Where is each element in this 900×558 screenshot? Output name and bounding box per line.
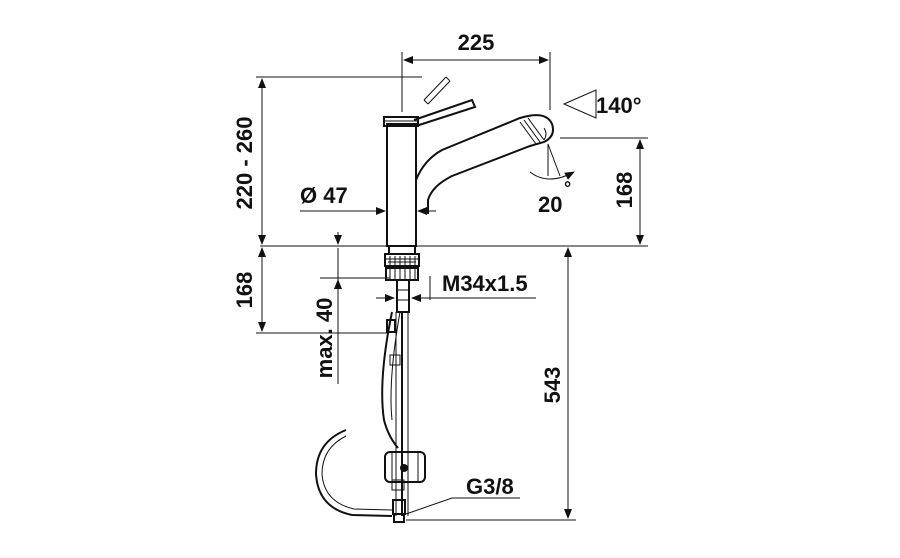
dim-height-range: 220 - 260 [232, 76, 422, 245]
dim-max-counter: max. 40 [312, 232, 390, 384]
label-spout-reach: 225 [458, 30, 495, 55]
hose-loop-with-weight [314, 429, 426, 517]
countertop-mount [260, 245, 648, 281]
label-connection: G3/8 [466, 474, 514, 499]
dim-swivel-angle: 140° [562, 89, 642, 119]
label-height-range: 220 - 260 [232, 117, 257, 210]
supply-hoses [381, 279, 410, 523]
label-swivel-angle: 140° [596, 93, 642, 118]
label-below-counter: 168 [232, 272, 257, 309]
dim-thread: M34x1.5 [376, 271, 536, 302]
dim-spout-reach: 225 [401, 30, 551, 112]
faucet-body [383, 116, 419, 247]
dim-spout-tilt: 20 ° [529, 143, 575, 217]
dim-connection: G3/8 [405, 474, 520, 515]
label-spout-height: 168 [612, 172, 637, 209]
lever-handle [413, 76, 477, 127]
label-hose-length: 543 [540, 367, 565, 404]
pull-out-spout [415, 114, 554, 214]
label-max-counter: max. 40 [312, 298, 337, 379]
label-thread: M34x1.5 [442, 271, 528, 296]
dim-spout-height: 168 [560, 137, 648, 245]
dim-hose-length: 543 [406, 247, 576, 521]
dim-below-counter: 168 [232, 247, 388, 334]
degree-mark: ° [564, 178, 571, 198]
label-body-diameter: Ø 47 [300, 183, 348, 208]
label-spout-tilt: 20 [538, 192, 562, 217]
dim-body-diameter: Ø 47 [300, 183, 436, 215]
